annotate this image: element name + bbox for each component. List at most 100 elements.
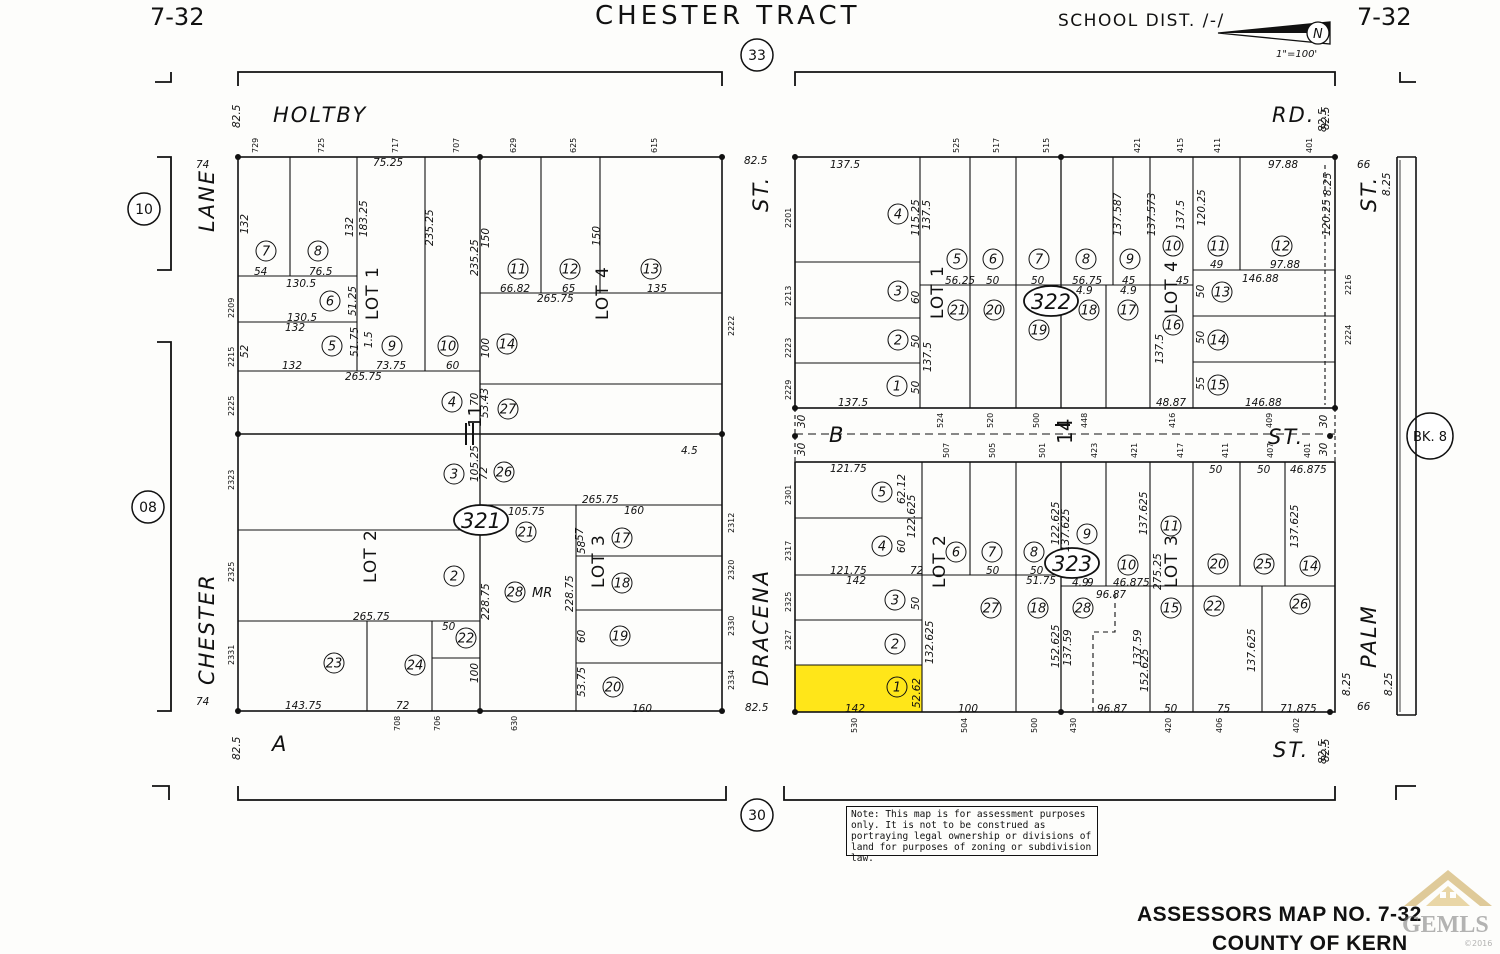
book-ref-bottom: 30 [740, 798, 774, 832]
block-321-parcel-10[interactable]: 10 [437, 335, 459, 357]
block-323-parcel-26[interactable]: 26 [1289, 593, 1311, 615]
block-321-parcel-2[interactable]: 2 [443, 565, 465, 587]
block-322-parcel-10[interactable]: 10 [1162, 235, 1184, 257]
svg-text:150: 150 [591, 226, 603, 246]
block-322-parcel-19[interactable]: 19 [1028, 319, 1050, 341]
block-322-parcel-15[interactable]: 15 [1207, 374, 1229, 396]
block-321-parcel-12[interactable]: 12 [559, 258, 581, 280]
svg-text:2213: 2213 [784, 286, 793, 306]
block-321-parcel-18[interactable]: 18 [611, 572, 633, 594]
block-322-parcel-1[interactable]: 1 [886, 375, 908, 397]
block-321-parcel-19[interactable]: 19 [609, 625, 631, 647]
block-321-parcel-24[interactable]: 24 [404, 654, 426, 676]
block-323-parcel-5[interactable]: 5 [871, 481, 893, 503]
svg-text:524: 524 [936, 413, 945, 428]
block-323-parcel-1[interactable]: 1 [886, 676, 908, 698]
block-323-parcel-22[interactable]: 22 [1203, 595, 1225, 617]
parcel-number: 14 [1210, 334, 1227, 349]
house-logo-icon: GEMLS ©2016 [1402, 870, 1492, 948]
block-322-parcel-12[interactable]: 12 [1271, 235, 1293, 257]
block-322-parcel-2[interactable]: 2 [887, 329, 909, 351]
parcel-number: 8 [1082, 253, 1090, 268]
block-323[interactable]: 323 [1044, 547, 1100, 579]
svg-text:58: 58 [576, 540, 588, 554]
block-322[interactable]: 322 [1023, 285, 1079, 317]
block-322-parcel-21[interactable]: 21 [947, 299, 969, 321]
block-322-parcel-8[interactable]: 8 [1075, 248, 1097, 270]
parcel-number: 20 [986, 304, 1003, 319]
svg-text:630: 630 [510, 716, 519, 731]
block-323-parcel-9[interactable]: 9 [1076, 523, 1098, 545]
block-321-parcel-23[interactable]: 23 [323, 652, 345, 674]
block-323-parcel-8[interactable]: 8 [1023, 541, 1045, 563]
svg-text:137.59: 137.59 [1062, 629, 1074, 666]
block-322-parcel-20[interactable]: 20 [983, 299, 1005, 321]
block-323-parcel-25[interactable]: 25 [1253, 553, 1275, 575]
svg-text:8.25: 8.25 [1341, 672, 1353, 696]
block-322-parcel-3[interactable]: 3 [887, 280, 909, 302]
highlighted-parcel[interactable] [795, 665, 922, 712]
block-323-parcel-11[interactable]: 11 [1160, 515, 1182, 537]
parcel-number: 17 [614, 532, 631, 547]
block-322-parcel-5[interactable]: 5 [946, 248, 968, 270]
block-321-parcel-11[interactable]: 11 [507, 258, 529, 280]
block-321-parcel-28[interactable]: 28 [504, 581, 526, 603]
svg-text:LOT 3: LOT 3 [589, 534, 609, 588]
block-323-parcel-6[interactable]: 6 [945, 541, 967, 563]
svg-text:08: 08 [139, 500, 157, 516]
parcel-number: 7 [988, 546, 997, 561]
svg-text:323: 323 [1052, 552, 1092, 576]
block-323-parcel-20[interactable]: 20 [1207, 553, 1229, 575]
block-321-parcel-4[interactable]: 4 [441, 391, 463, 413]
block-323-parcel-7[interactable]: 7 [981, 541, 1003, 563]
svg-text:52.62: 52.62 [911, 678, 923, 708]
block-321-parcel-17[interactable]: 17 [611, 527, 633, 549]
block-322-parcel-17[interactable]: 17 [1117, 299, 1139, 321]
svg-text:2224: 2224 [1344, 325, 1353, 345]
block-322-lines [794, 156, 1336, 462]
svg-text:407: 407 [1266, 443, 1275, 458]
svg-text:97.88: 97.88 [1270, 259, 1300, 271]
block-321-parcel-13[interactable]: 13 [640, 258, 662, 280]
block-323-parcel-28[interactable]: 28 [1072, 597, 1094, 619]
svg-text:729: 729 [251, 138, 260, 153]
block-322-parcel-16[interactable]: 16 [1162, 314, 1184, 336]
block-321-parcel-20[interactable]: 20 [602, 676, 624, 698]
svg-text:137.5: 137.5 [1154, 334, 1166, 364]
svg-text:60: 60 [896, 539, 908, 553]
block-322-parcel-7[interactable]: 7 [1028, 248, 1050, 270]
svg-text:717: 717 [391, 138, 400, 153]
block-321-parcel-9[interactable]: 9 [381, 335, 403, 357]
svg-text:76.5: 76.5 [309, 266, 333, 278]
block-322-parcel-18[interactable]: 18 [1078, 299, 1100, 321]
block-323-parcel-2[interactable]: 2 [884, 633, 906, 655]
block-321-parcel-27[interactable]: 27 [497, 398, 519, 420]
block-323-parcel-27[interactable]: 27 [980, 597, 1002, 619]
block-321-parcel-6[interactable]: 6 [319, 290, 341, 312]
block-322-parcel-13[interactable]: 13 [1211, 281, 1233, 303]
map-ref-left: 7-32 [150, 3, 204, 31]
street-lane: LANE [195, 169, 219, 232]
block-323-parcel-18[interactable]: 18 [1027, 597, 1049, 619]
block-323-parcel-15[interactable]: 15 [1160, 597, 1182, 619]
block-321-parcel-14[interactable]: 14 [496, 333, 518, 355]
block-321-parcel-8[interactable]: 8 [307, 240, 329, 262]
block-321[interactable]: 321 [453, 504, 509, 536]
block-321-parcel-22[interactable]: 22 [455, 627, 477, 649]
block-323-parcel-14[interactable]: 14 [1299, 555, 1321, 577]
block-323-parcel-4[interactable]: 4 [871, 535, 893, 557]
assessment-note: Note: This map is for assessment purpose… [846, 806, 1098, 864]
svg-text:52: 52 [239, 344, 251, 358]
block-321-parcel-26[interactable]: 26 [493, 461, 515, 483]
block-323-parcel-10[interactable]: 10 [1117, 554, 1139, 576]
block-321-parcel-21[interactable]: 21 [515, 521, 537, 543]
block-322-parcel-6[interactable]: 6 [982, 248, 1004, 270]
block-322-parcel-4[interactable]: 4 [887, 203, 909, 225]
block-322-parcel-11[interactable]: 11 [1207, 235, 1229, 257]
block-321-parcel-5[interactable]: 5 [321, 335, 343, 357]
block-322-parcel-14[interactable]: 14 [1207, 329, 1229, 351]
block-321-parcel-7[interactable]: 7 [255, 240, 277, 262]
block-323-parcel-3[interactable]: 3 [884, 589, 906, 611]
block-321-parcel-3[interactable]: 3 [443, 463, 465, 485]
block-322-parcel-9[interactable]: 9 [1119, 248, 1141, 270]
